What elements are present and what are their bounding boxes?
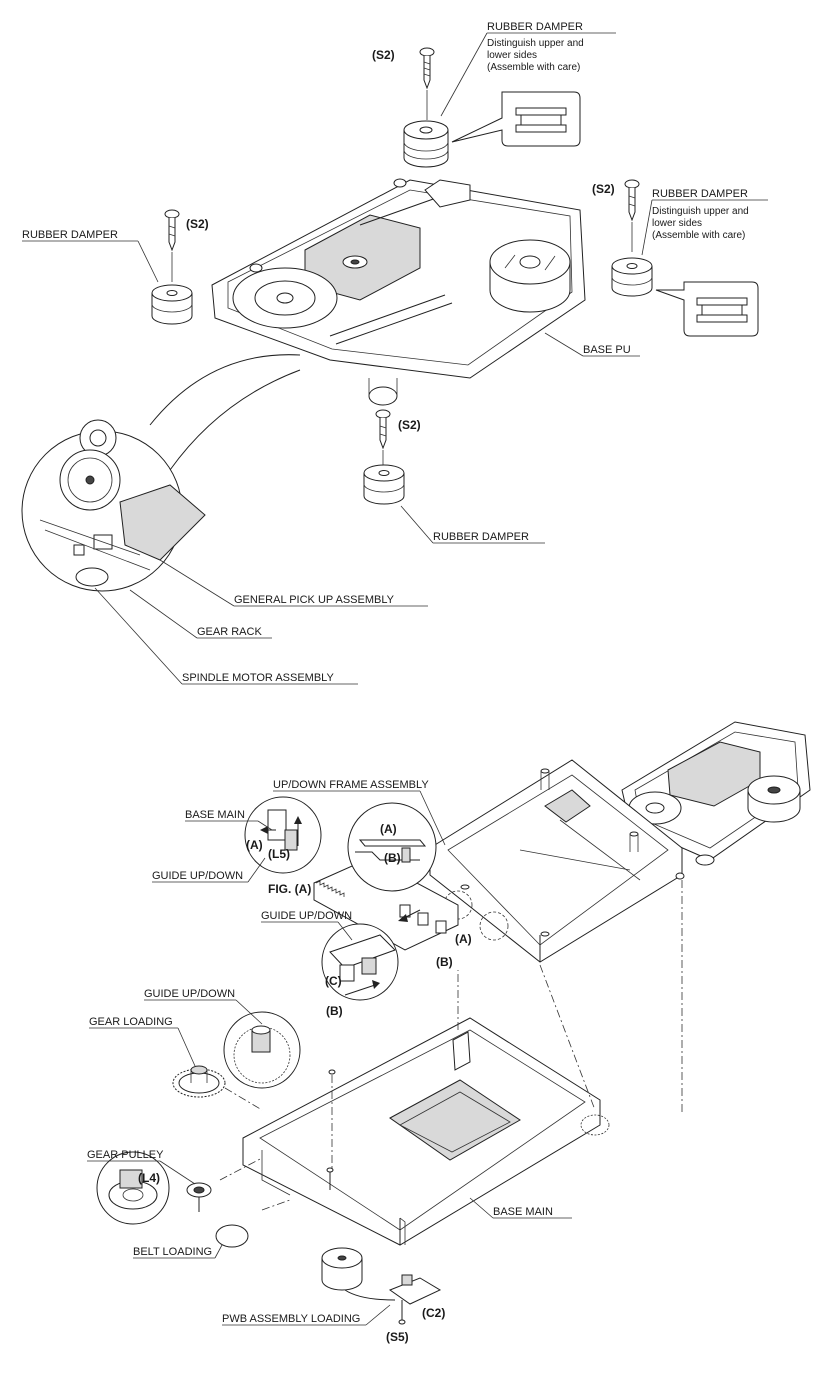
rubber-damper-left [151, 284, 193, 325]
note-right-1: Distinguish upper and [652, 206, 749, 217]
label-base-main-top: BASE MAIN [185, 809, 245, 821]
belt-loading [215, 1224, 249, 1248]
label-a-circle: (A) [380, 822, 397, 836]
label-s2-right: (S2) [592, 182, 615, 196]
updown-frame-assembly [429, 759, 685, 963]
detail-circle-ab [347, 802, 437, 892]
rubber-damper-bottom [363, 464, 405, 505]
label-rubber-damper-left: RUBBER DAMPER [22, 229, 118, 241]
base-main [242, 1017, 610, 1246]
label-s5: (S5) [386, 1330, 409, 1344]
screw-right [624, 179, 640, 222]
screw-bottom [375, 409, 391, 450]
label-l4: (L4) [138, 1171, 160, 1185]
gear-pulley [186, 1182, 212, 1212]
label-guide-updown-3: GUIDE UP/DOWN [144, 988, 235, 1000]
label-l5: (L5) [268, 847, 290, 861]
label-a-left: (A) [246, 838, 263, 852]
gear-loading [172, 1065, 226, 1098]
detail-magnifier-circle [21, 354, 301, 592]
label-rubber-damper-bottom: RUBBER DAMPER [433, 531, 529, 543]
label-s2-left: (S2) [186, 217, 209, 231]
screw-left [164, 209, 180, 252]
label-guide-updown-1: GUIDE UP/DOWN [152, 870, 243, 882]
label-c2: (C2) [422, 1306, 445, 1320]
rubber-damper-right [611, 257, 653, 297]
screw-top [419, 47, 435, 90]
label-base-main-bottom: BASE MAIN [493, 1206, 553, 1218]
label-pwb-loading: PWB ASSEMBLY LOADING [222, 1313, 360, 1325]
fig-a-circle [244, 796, 322, 874]
detail-circle-pulley [96, 1151, 170, 1225]
label-gear-pulley: GEAR PULLEY [87, 1149, 164, 1161]
label-s2-bottom: (S2) [398, 418, 421, 432]
label-updown-frame: UP/DOWN FRAME ASSEMBLY [273, 779, 429, 791]
label-belt-loading: BELT LOADING [133, 1246, 212, 1258]
rubber-damper-top [403, 120, 449, 168]
loading-motor [321, 1247, 396, 1301]
label-b-guide-2: (B) [326, 1004, 343, 1018]
note-top-1: Distinguish upper and [487, 38, 584, 49]
label-rubber-damper-top: RUBBER DAMPER [487, 21, 583, 33]
label-spindle-motor: SPINDLE MOTOR ASSEMBLY [182, 672, 334, 684]
detail-circle-gear [223, 1011, 301, 1089]
pwb-assembly-loading [388, 1274, 442, 1325]
label-gear-loading: GEAR LOADING [89, 1016, 173, 1028]
note-top-2: lower sides [487, 50, 537, 61]
label-rubber-damper-right: RUBBER DAMPER [652, 188, 748, 200]
note-top-3: (Assemble with care) [487, 62, 580, 73]
label-a-frame: (A) [455, 932, 472, 946]
detail-circle-guide-c [321, 923, 399, 1001]
label-base-pu: BASE PU [583, 344, 631, 356]
label-c-mark: (C) [325, 974, 342, 988]
note-right-2: lower sides [652, 218, 702, 229]
label-fig-a: FIG. (A) [268, 882, 311, 896]
base-pu [211, 178, 586, 406]
label-b-circle: (B) [384, 851, 401, 865]
label-b-guide: (B) [436, 955, 453, 969]
label-guide-updown-2: GUIDE UP/DOWN [261, 910, 352, 922]
label-gear-rack: GEAR RACK [197, 626, 262, 638]
label-general-pickup: GENERAL PICK UP ASSEMBLY [234, 594, 395, 606]
label-s2-top: (S2) [372, 48, 395, 62]
note-right-3: (Assemble with care) [652, 230, 745, 241]
